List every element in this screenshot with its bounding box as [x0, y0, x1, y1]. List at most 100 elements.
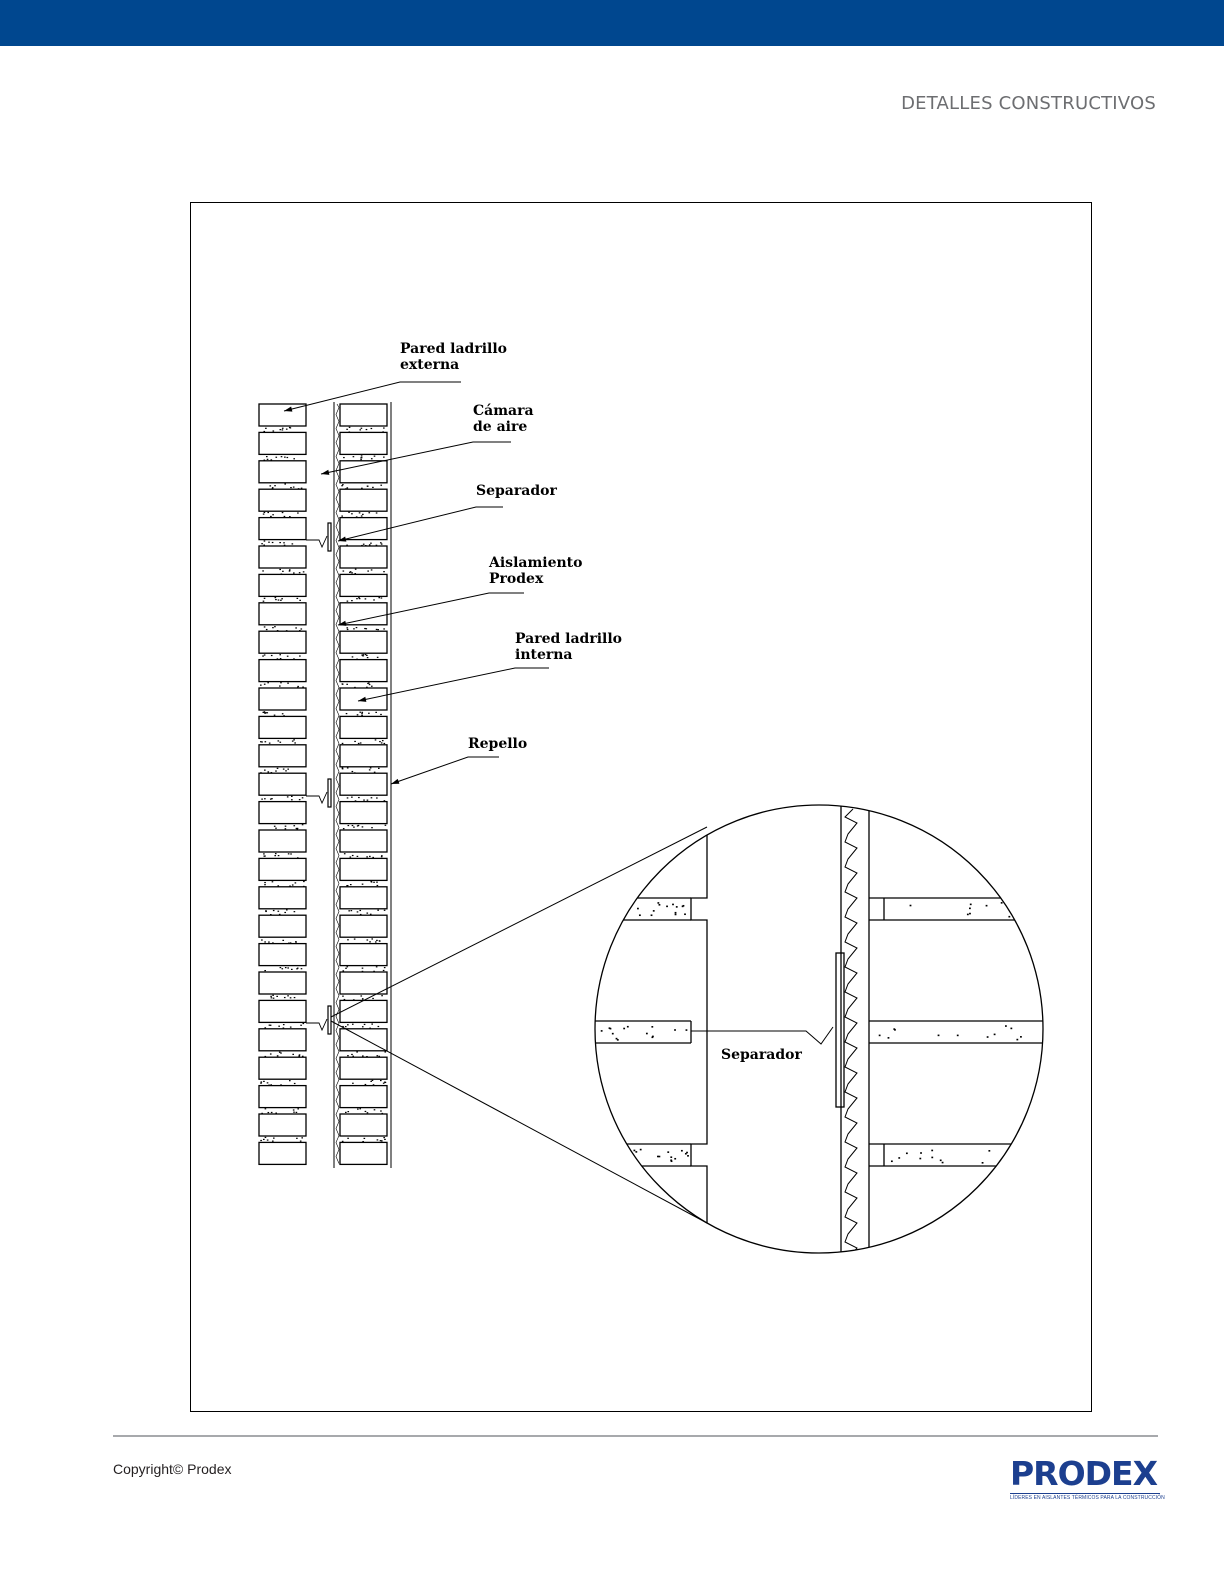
label-repello: Repello	[468, 736, 527, 752]
mortar-speck	[352, 1082, 354, 1084]
mortar-speck	[278, 1025, 280, 1027]
leader-line	[283, 381, 461, 412]
mortar-speck	[367, 682, 369, 685]
mortar-speck	[291, 740, 294, 742]
mortar-speck	[277, 910, 280, 912]
brick	[258, 971, 307, 995]
mortar-speck	[265, 456, 268, 458]
mortar-speck	[298, 1054, 301, 1056]
mortar-speck	[362, 999, 364, 1001]
mortar-speck	[293, 572, 295, 574]
mortar-speck	[371, 938, 374, 940]
detail-mortar-speck	[657, 902, 660, 904]
mortar-speck	[279, 741, 282, 743]
label-pared-externa-line2: externa	[400, 357, 459, 373]
brick	[258, 1113, 307, 1137]
mortar-speck	[377, 629, 379, 631]
brick	[258, 829, 307, 853]
label-pared-externa-line1: Pared ladrillo	[400, 341, 507, 357]
mortar-speck	[363, 1023, 366, 1026]
mortar-speck	[262, 570, 264, 572]
mortar-speck	[269, 485, 272, 487]
mortar-speck	[343, 853, 346, 855]
mortar-speck	[375, 628, 378, 631]
detail-mortar-speck	[966, 913, 969, 916]
arrowheads	[284, 406, 400, 784]
separator-hook	[306, 791, 328, 805]
mortar-speck	[275, 827, 277, 829]
section-title: DETALLES CONSTRUCTIVOS	[901, 93, 1156, 114]
mortar-speck	[346, 966, 349, 968]
detail-mortar-speck	[666, 905, 668, 908]
mortar-speck	[347, 1024, 349, 1026]
detail-mortar-speck	[956, 1034, 959, 1037]
zoom-line-top	[330, 826, 708, 1018]
mortar-speck	[369, 1027, 371, 1029]
mortar-speck	[296, 1137, 298, 1139]
mortar-speck	[361, 883, 364, 885]
mortar-speck	[301, 1137, 304, 1139]
mortar-speck	[289, 885, 291, 887]
brick	[258, 772, 307, 796]
mortar-speck	[292, 1053, 295, 1055]
mortar-speck	[361, 967, 364, 969]
detail-mortar-speck	[686, 1151, 688, 1154]
arrowhead	[338, 536, 347, 542]
mortar-speck	[279, 429, 282, 431]
mortar-speck	[297, 488, 300, 490]
mortar-speck	[358, 796, 360, 799]
detail-mortar-speck	[609, 1027, 612, 1030]
mortar-speck	[341, 515, 343, 517]
mortar-speck	[287, 682, 289, 684]
mortar-speck	[269, 1053, 272, 1055]
mortar-speck	[270, 1111, 273, 1114]
mortar-speck	[341, 742, 344, 745]
mortar-speck	[295, 827, 298, 830]
mortar-speck	[293, 658, 295, 660]
mortar-speck	[286, 909, 288, 911]
mortar-speck	[373, 881, 375, 883]
detail-mortar-speck	[1000, 902, 1003, 904]
detail-mortar-speck	[639, 1148, 642, 1151]
mortar-speck	[281, 968, 284, 970]
detail-mortar-speck	[909, 904, 912, 907]
mortar-speck	[383, 1137, 385, 1139]
mortar-speck	[356, 714, 359, 716]
mortar-speck	[264, 769, 266, 771]
detail-mortar-speck	[894, 1029, 896, 1031]
mortar-speck	[264, 712, 267, 714]
mortar-speck	[375, 711, 377, 713]
mortar-speck	[383, 427, 385, 429]
mortar-speck	[283, 515, 286, 518]
mortar-speck	[348, 426, 351, 428]
detail-mortar-speck	[652, 910, 655, 912]
mortar-speck	[289, 1026, 292, 1028]
mortar-speck	[341, 1140, 344, 1142]
detail-mortar-speck	[670, 1160, 673, 1163]
mortar-speck	[267, 511, 270, 514]
label-aislamiento-line1: Aislamiento	[488, 555, 582, 571]
brick	[258, 545, 307, 569]
mortar-speck	[273, 1137, 275, 1139]
mortar-speck	[270, 995, 272, 997]
brick	[258, 1028, 307, 1052]
mortar-speck	[293, 458, 295, 460]
mortar-speck	[288, 569, 291, 571]
mortar-speck	[297, 685, 299, 688]
mortar-speck	[276, 1055, 279, 1057]
mortar-speck	[299, 630, 301, 632]
mortar-speck	[263, 544, 265, 546]
mortar-speck	[276, 767, 279, 769]
mortar-speck	[276, 630, 279, 632]
mortar-speck	[384, 1081, 387, 1084]
mortar-speck	[284, 828, 287, 830]
mortar-speck	[287, 967, 289, 969]
separator-hook	[306, 1018, 328, 1032]
mortar-speck	[274, 597, 277, 599]
mortar-speck	[366, 799, 369, 801]
detail-mortar-speck	[1019, 908, 1021, 910]
mortar-speck	[297, 512, 299, 514]
mortar-speck	[368, 683, 371, 686]
mortar-speck	[373, 599, 375, 601]
mortar-speck	[262, 600, 265, 602]
